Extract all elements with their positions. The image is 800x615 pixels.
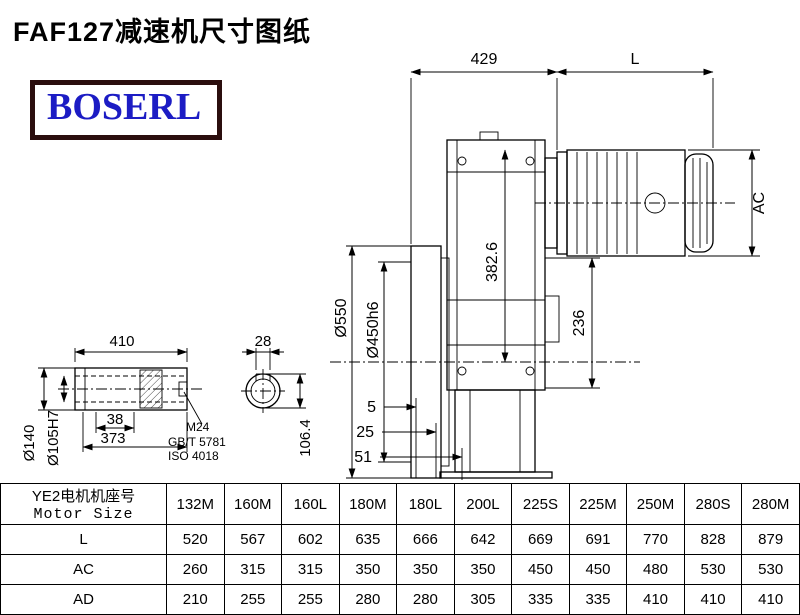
dim-flange-diameters: Ø550 Ø450h6: [333, 245, 411, 479]
value-cell: 315: [281, 554, 340, 585]
value-cell: 410: [741, 584, 800, 615]
thread-iso-label: ISO 4018: [168, 449, 219, 463]
dim-offsets: 5 25 51: [354, 398, 463, 480]
dim-ac: AC: [688, 149, 768, 257]
motor-size-header-en: Motor Size: [33, 506, 134, 523]
value-cell: 666: [396, 524, 455, 555]
thread-callout: M24 GB/T 5781 ISO 4018: [168, 391, 226, 463]
dim-25: 25: [356, 424, 374, 441]
value-cell: 335: [568, 584, 628, 615]
dim-140: Ø140: [21, 425, 38, 462]
col-header-225S: 225S: [511, 483, 570, 525]
value-cell: 410: [683, 584, 743, 615]
value-cell: 335: [511, 584, 570, 615]
thread-standard-label: GB/T 5781: [168, 435, 226, 449]
value-cell: 315: [223, 554, 283, 585]
value-cell: 635: [338, 524, 398, 555]
motor-size-header-cn: YE2电机机座号: [31, 488, 136, 505]
value-cell: 255: [281, 584, 340, 615]
reducer-dimension-drawing: 429 L AC Ø550 Ø450h6 382.6 236 5: [21, 51, 768, 480]
dim-550: Ø550: [333, 298, 350, 337]
gearbox-housing: [439, 131, 560, 479]
dim-shaft-diameters: Ø140 Ø105H7: [21, 367, 75, 466]
col-header-132M: 132M: [166, 483, 225, 525]
value-cell: 305: [453, 584, 513, 615]
dim-373: 373: [100, 430, 125, 447]
value-cell: 602: [281, 524, 340, 555]
col-header-180L: 180L: [396, 483, 455, 525]
col-header-200L: 200L: [453, 483, 513, 525]
centerlines: [330, 202, 735, 363]
value-cell: 280: [396, 584, 455, 615]
dim-236: 236: [571, 310, 588, 337]
col-header-280M: 280M: [741, 483, 800, 525]
value-cell: 669: [511, 524, 570, 555]
dim-410: 410: [109, 333, 134, 350]
value-cell: 255: [223, 584, 283, 615]
dim-51: 51: [354, 449, 372, 466]
value-cell: 410: [626, 584, 685, 615]
dim-450h6: Ø450h6: [365, 301, 382, 358]
dim-AC: AC: [751, 192, 768, 214]
dim-38: 38: [107, 411, 124, 428]
value-cell: 450: [568, 554, 628, 585]
value-cell: 828: [683, 524, 743, 555]
col-header-180M: 180M: [338, 483, 398, 525]
dim-106: 106.4: [297, 419, 314, 457]
value-cell: 350: [396, 554, 455, 585]
value-cell: 210: [166, 584, 225, 615]
thread-label: M24: [186, 420, 210, 434]
table-row-AD: AD 210 255 255 280 280 305 335 335 410 4…: [0, 584, 800, 615]
motor-dimension-table: YE2电机机座号 Motor Size 132M 160M 160L 180M …: [0, 483, 800, 615]
shaft-end-view: 28 106.4: [241, 333, 314, 457]
value-cell: 642: [453, 524, 513, 555]
value-cell: 691: [568, 524, 628, 555]
value-cell: 350: [338, 554, 398, 585]
value-cell: 350: [453, 554, 513, 585]
boserl-logo: BOSERL: [30, 80, 223, 140]
col-header-160L: 160L: [281, 483, 340, 525]
table-row-L: L 520 567 602 635 666 642 669 691 770 82…: [0, 524, 800, 555]
value-cell: 879: [741, 524, 800, 555]
col-header-280S: 280S: [683, 483, 743, 525]
value-cell: 480: [626, 554, 685, 585]
dim-heights: 382.6 236: [484, 149, 600, 389]
motor-size-header: YE2电机机座号 Motor Size: [0, 483, 167, 525]
value-cell: 770: [626, 524, 685, 555]
table-header-row: YE2电机机座号 Motor Size 132M 160M 160L 180M …: [0, 483, 800, 525]
value-cell: 567: [223, 524, 283, 555]
page-title: FAF127减速机尺寸图纸: [13, 17, 312, 47]
shaft-detail: [58, 367, 205, 411]
value-cell: 520: [166, 524, 225, 555]
dim-shaft-bottom: 38 373: [82, 411, 188, 452]
value-cell: 450: [511, 554, 570, 585]
dim-L: L: [631, 51, 640, 68]
row-label-AC: AC: [0, 554, 167, 585]
value-cell: 260: [166, 554, 225, 585]
value-cell: 530: [741, 554, 800, 585]
col-header-225M: 225M: [568, 483, 628, 525]
row-label-AD: AD: [0, 584, 167, 615]
dim-top: 429 L: [410, 51, 714, 244]
row-label-L: L: [0, 524, 167, 555]
col-header-160M: 160M: [223, 483, 283, 525]
value-cell: 530: [683, 554, 743, 585]
table-row-AC: AC 260 315 315 350 350 350 450 450 480 5…: [0, 554, 800, 585]
dim-382: 382.6: [484, 242, 501, 282]
dim-5: 5: [367, 399, 376, 416]
dim-shaft-410: 410: [74, 333, 188, 362]
dim-28: 28: [255, 333, 272, 350]
col-header-250M: 250M: [626, 483, 685, 525]
value-cell: 280: [338, 584, 398, 615]
dim-105H7: Ø105H7: [45, 410, 62, 466]
dim-429: 429: [471, 51, 498, 68]
